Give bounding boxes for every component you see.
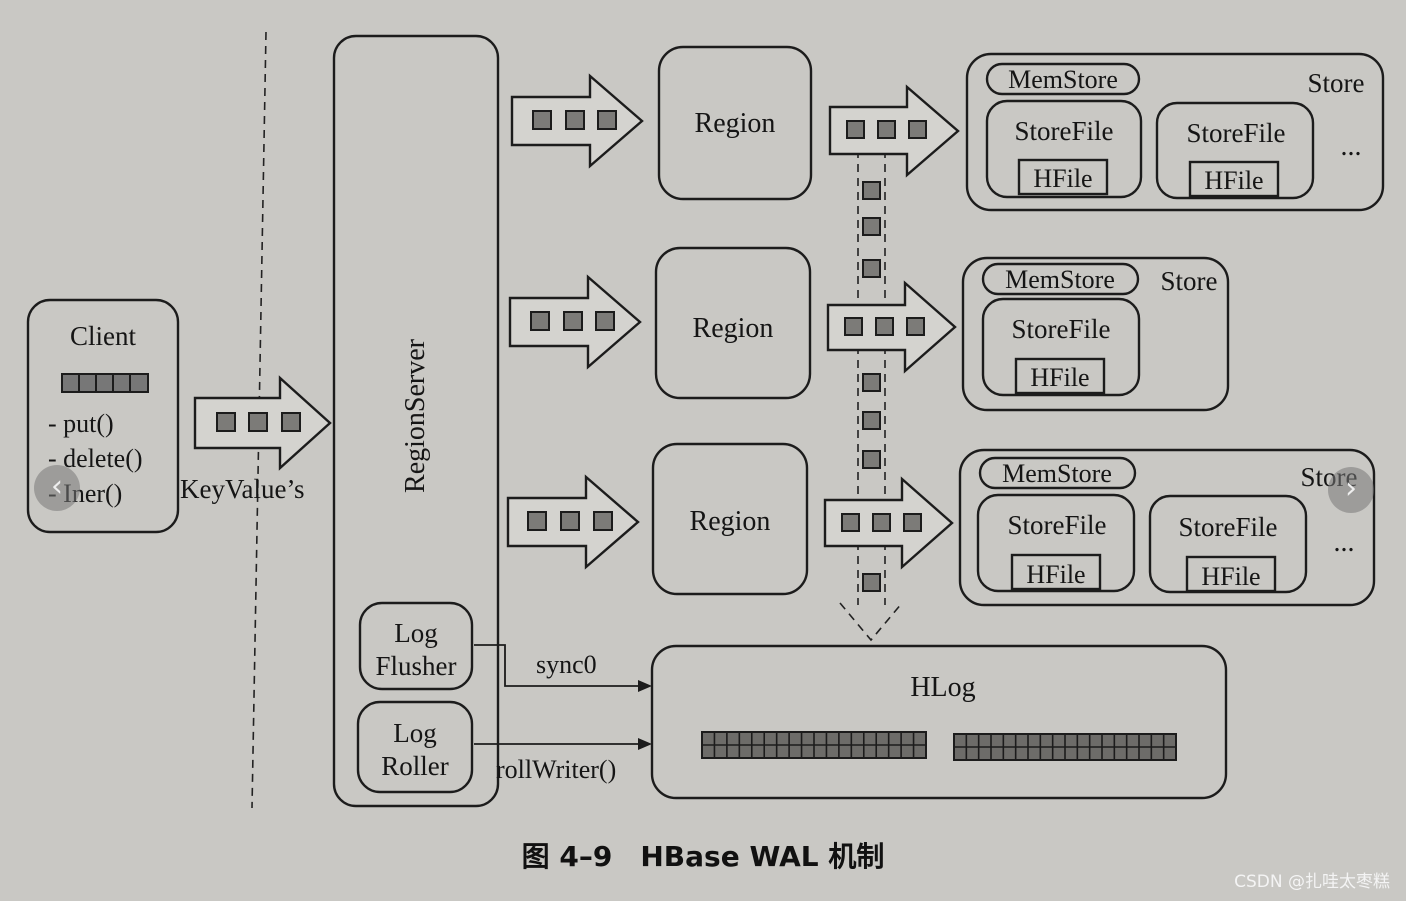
region-box-3: Region xyxy=(651,442,809,596)
store-ellipsis-1: ... xyxy=(1341,131,1362,162)
store-box-1: MemStore Store StoreFile HFile StoreFile… xyxy=(965,52,1385,212)
region-to-store-arrow-3-icon xyxy=(823,476,954,570)
server-to-region-arrow-3-icon xyxy=(506,474,640,570)
server-to-region-arrow-2-icon xyxy=(508,274,642,370)
storefile-label-1a: StoreFile xyxy=(1015,116,1114,146)
chevron-right-icon: › xyxy=(1345,471,1357,506)
client-title: Client xyxy=(70,321,136,351)
log-flusher-line2: Flusher xyxy=(376,651,457,681)
region-to-hlog-channel xyxy=(839,150,903,642)
client-to-server-arrow-icon xyxy=(193,375,332,471)
store-label-1: Store xyxy=(1308,68,1365,98)
sync-label: sync0 xyxy=(536,650,597,679)
rollwriter-label: rollWriter() xyxy=(496,755,616,784)
log-roller-line2: Roller xyxy=(381,751,449,781)
hfile-label-3b: HFile xyxy=(1201,562,1260,591)
memstore-label-2: MemStore xyxy=(1005,265,1115,294)
log-flusher-line1: Log xyxy=(394,618,438,648)
region-to-store-arrow-1-icon xyxy=(828,84,960,178)
server-to-region-arrow-1-icon xyxy=(510,73,644,169)
store-ellipsis-3: ... xyxy=(1334,527,1355,558)
memstore-label-1: MemStore xyxy=(1008,65,1118,94)
storefile-label-3a: StoreFile xyxy=(1008,510,1107,540)
sync-arrowhead-icon xyxy=(638,680,652,692)
hfile-label-1b: HFile xyxy=(1204,166,1263,195)
log-roller-box: Log Roller xyxy=(356,700,474,794)
region-box-1: Region xyxy=(657,45,813,201)
client-method-put: - put() xyxy=(48,409,114,438)
hfile-label-3a: HFile xyxy=(1026,560,1085,589)
chevron-left-icon: ‹ xyxy=(51,469,63,504)
hlog-entry-strip-1 xyxy=(701,731,927,759)
client-buffer-icon xyxy=(61,373,149,393)
hlog-entry-strip-2 xyxy=(953,733,1177,761)
regionserver-box xyxy=(332,34,500,808)
region-to-store-arrow-2-icon xyxy=(826,280,957,374)
hfile-label-2a: HFile xyxy=(1030,363,1089,392)
region-label-3: Region xyxy=(690,506,771,537)
storefile-label-1b: StoreFile xyxy=(1187,118,1286,148)
region-label-2: Region xyxy=(693,313,774,344)
hfile-label-1a: HFile xyxy=(1033,164,1092,193)
region-label-1: Region xyxy=(695,108,776,139)
storefile-label-3b: StoreFile xyxy=(1179,512,1278,542)
store-label-2: Store xyxy=(1161,266,1218,296)
figure-caption: 图 4–9 HBase WAL 机制 xyxy=(522,840,885,873)
region-box-2: Region xyxy=(654,246,812,400)
log-flusher-box: Log Flusher xyxy=(358,601,474,691)
client-server-divider xyxy=(251,31,267,809)
keyvalues-label: KeyValue’s xyxy=(180,474,304,504)
store-box-2: MemStore Store StoreFile HFile xyxy=(961,256,1230,412)
memstore-label-3: MemStore xyxy=(1002,459,1112,488)
hlog-label: HLog xyxy=(910,672,975,703)
sync-wire xyxy=(474,644,640,687)
hlog-box: HLog xyxy=(650,644,1228,800)
storefile-label-2a: StoreFile xyxy=(1012,314,1111,344)
prev-image-button[interactable]: ‹ xyxy=(34,465,80,511)
rollwriter-arrowhead-icon xyxy=(638,738,652,750)
csdn-watermark: CSDN @扎哇太枣糕 xyxy=(1234,872,1390,892)
next-image-button[interactable]: › xyxy=(1328,467,1374,513)
store-box-3: MemStore Store StoreFile HFile StoreFile… xyxy=(958,448,1376,607)
log-roller-line1: Log xyxy=(393,718,437,748)
regionserver-label: RegionServer xyxy=(400,338,431,493)
